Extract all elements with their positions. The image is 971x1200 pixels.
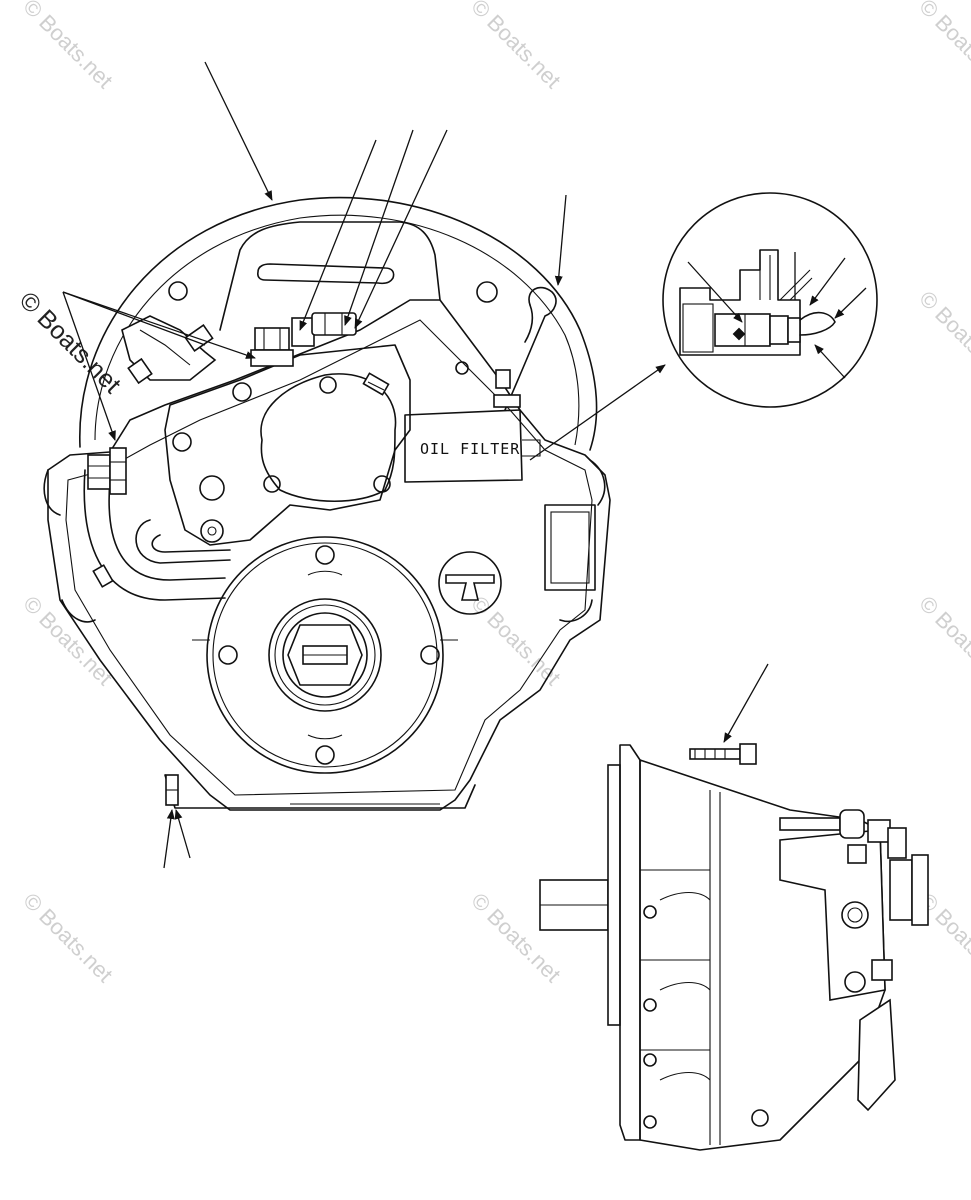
detail-hatch-2 [789,277,813,301]
bell-bolt-hole-3 [232,382,252,402]
detail-view [662,192,878,408]
leader-detail-3 [809,257,846,306]
side-bolt-2 [643,998,657,1012]
valve-bolt-2-center [207,526,217,536]
side-lever [779,809,907,864]
bell-bolt-hole-4 [455,361,469,375]
side-port-1 [841,901,869,929]
oil-filter-label: OIL FILTER [420,440,520,458]
bell-bolt-hole-1 [168,281,188,301]
watermark-edge-right: © Boats.net [914,286,971,385]
side-drain [751,1109,769,1127]
leader-bell-housing [204,61,273,201]
side-fitting [871,959,893,981]
leader-lever-b [62,291,256,359]
leader-detail-5 [814,344,846,379]
side-plate-inner [550,511,590,584]
leader-top-fitting-2 [344,129,414,326]
leader-drain-2 [174,809,191,859]
dipstick [493,286,557,411]
oil-tube-loop-inner [151,534,231,553]
bell-housing-outline [79,196,598,451]
watermark-dark: © Boats.net [14,286,126,398]
lower-right-corner [559,599,593,622]
watermark-mid-center: © Boats.net [466,591,565,690]
leader-left-plug [62,291,116,441]
transmission-front-view: OIL FILTER [43,196,611,811]
bell-bolt-hole-2 [476,281,498,303]
detail-plug [787,317,801,343]
side-bolt-3 [643,1053,657,1067]
leader-side-bolt [723,663,769,743]
left-hex-plug [87,447,127,495]
oil-filter-boss [404,409,523,483]
brand-logo [438,551,502,615]
leader-drain-1 [163,809,175,869]
detail-piston [714,313,771,347]
oil-tube-loop [135,519,231,564]
filter-cover-bolt-right [373,475,391,493]
leader-detail-4 [834,287,867,319]
leader-dipstick [554,194,567,286]
leader-top-fitting-1 [299,139,377,331]
housing-inner-rim [65,319,593,796]
valve-port-1 [199,475,225,501]
leader-lever-a [62,291,206,346]
detail-housing-inner [682,303,714,353]
valve-block [164,344,411,546]
transmission-side-view [539,743,929,1151]
filter-cover [260,373,397,502]
output-flange [192,536,458,774]
oil-filter-connector [522,439,541,457]
watermark-top-right: © Boats.net [914,0,971,93]
detail-circle [662,192,878,408]
leader-detail-1 [687,261,743,323]
side-bolt-4 [643,1115,657,1129]
detail-fitting [799,311,836,336]
watermark-mid-right: © Boats.net [914,591,971,690]
detail-spring-seat [769,315,789,345]
oil-tube-inner [108,479,226,581]
detail-shaft [759,250,771,300]
shift-lever-assembly [121,315,217,385]
top-bracket-slot [257,263,395,285]
drain-plug [165,774,179,806]
side-switch-block [889,859,913,921]
side-pockets [659,891,711,1081]
side-front-plate [619,744,641,1141]
watermark-top-center: © Boats.net [466,0,565,93]
leader-detail [529,364,666,461]
watermark-mid-left: © Boats.net [18,591,117,690]
top-bracket [219,221,441,331]
watermark-top-left: © Boats.net [18,0,117,93]
leader-lines [62,61,867,869]
side-port-2 [844,971,866,993]
detail-check-ball [732,327,746,341]
leader-top-fitting-3 [354,129,448,329]
lower-left-corner [61,599,96,623]
left-clip [92,564,114,588]
watermark-low-left: © Boats.net [18,888,117,987]
side-valve-block [779,829,886,1001]
side-port-1-inner [847,907,863,923]
filter-cover-bolt-left [263,475,281,493]
left-corner [43,469,61,516]
valve-bolt-1 [172,432,192,452]
side-switch-cap [911,854,929,926]
housing-body [47,299,611,811]
side-flange [607,764,621,1026]
right-corner [589,459,606,506]
side-plate [544,504,596,591]
pressure-switch [362,372,390,396]
filter-cover-bolt-top [319,376,337,394]
housing-lower-flange [164,774,476,809]
side-bolt-part [689,743,757,765]
side-dipstick [857,998,896,1112]
side-bolt-1 [643,905,657,919]
valve-bolt-2 [200,519,224,543]
